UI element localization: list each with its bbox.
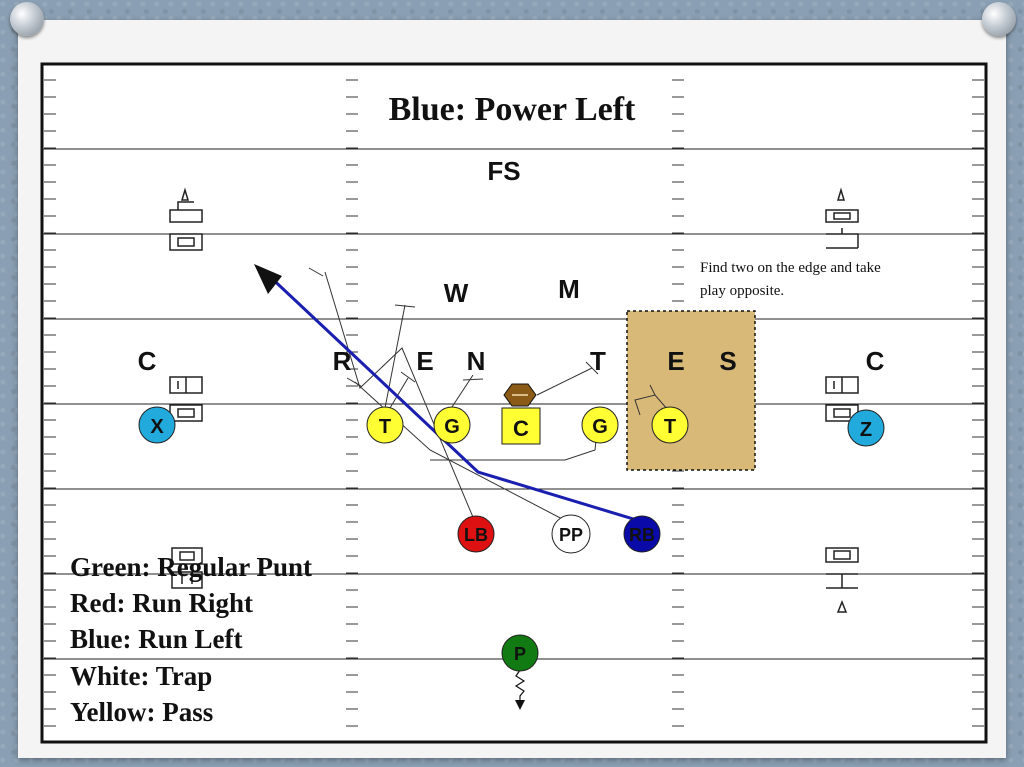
line-cap <box>394 304 416 308</box>
yard-lines <box>42 148 986 660</box>
defender-r: R <box>333 346 352 376</box>
line-cap <box>346 377 362 387</box>
coaching-note-line-2: play opposite. <box>700 283 784 299</box>
yard-number-marks <box>169 187 859 613</box>
lt-block <box>384 304 406 409</box>
player-x: X <box>138 406 176 444</box>
player-pp: PP <box>551 514 591 554</box>
rt-block <box>634 394 669 416</box>
player-rb: RB <box>623 515 661 553</box>
defender-e-right: E <box>667 346 684 376</box>
svg-text:C: C <box>513 416 529 441</box>
hash-marks <box>44 79 984 727</box>
player-right-guard: G <box>581 406 619 444</box>
legend-item: Green: Regular Punt <box>70 552 312 582</box>
defender-n: N <box>467 346 486 376</box>
player-z: Z <box>847 409 885 447</box>
defender-t: T <box>590 346 606 376</box>
player-punter: P <box>501 634 539 672</box>
svg-text:RB: RB <box>629 525 655 545</box>
assignment-lines <box>308 267 669 523</box>
legend-item: Red: Run Right <box>70 588 253 618</box>
player-lb: LB <box>457 515 495 553</box>
football-icon <box>503 383 537 407</box>
kick-arrow-icon <box>515 700 525 710</box>
player-right-tackle: T <box>651 406 689 444</box>
lt-block-2 <box>389 377 409 409</box>
svg-text:T: T <box>664 416 676 438</box>
highlight-zone <box>626 310 756 471</box>
diagram-title: Blue: Power Left <box>389 91 636 128</box>
defender-e-left: E <box>416 346 433 376</box>
center-block <box>536 367 593 396</box>
line-cap <box>462 378 484 381</box>
pp-path <box>354 381 569 523</box>
color-legend: Green: Regular Punt Red: Run Right Blue:… <box>70 552 312 727</box>
defender-s: S <box>719 346 736 376</box>
svg-text:X: X <box>150 416 164 438</box>
kick-path <box>514 669 526 708</box>
line-cap <box>308 267 324 277</box>
defender-m: M <box>558 274 580 304</box>
power-left-route <box>263 270 641 523</box>
pushpin-icon <box>982 2 1016 36</box>
svg-text:G: G <box>592 416 608 438</box>
route-arrowhead-icon <box>254 264 282 294</box>
defender-fs: FS <box>487 156 520 186</box>
svg-text:T: T <box>379 416 391 438</box>
player-left-tackle: T <box>366 406 404 444</box>
legend-item: White: Trap <box>70 661 212 691</box>
svg-text:P: P <box>514 644 526 664</box>
coaching-note-line-1: Find two on the edge and take <box>700 260 881 276</box>
defender-w: W <box>444 278 469 308</box>
lg-block <box>449 374 474 411</box>
pushpin-icon <box>10 2 44 36</box>
defender-c-left: C <box>138 346 157 376</box>
svg-text:G: G <box>444 416 460 438</box>
field-border <box>40 62 988 744</box>
player-center: C <box>501 407 541 445</box>
defender-c-right: C <box>866 346 885 376</box>
legend-item: Yellow: Pass <box>70 697 213 727</box>
line-cap <box>585 361 599 375</box>
svg-text:LB: LB <box>464 525 488 545</box>
svg-text:Z: Z <box>860 419 872 441</box>
player-left-guard: G <box>433 406 471 444</box>
legend-item: Blue: Run Left <box>70 624 243 654</box>
line-cap <box>649 384 656 396</box>
svg-text:PP: PP <box>559 525 583 545</box>
line-cap <box>400 371 416 383</box>
